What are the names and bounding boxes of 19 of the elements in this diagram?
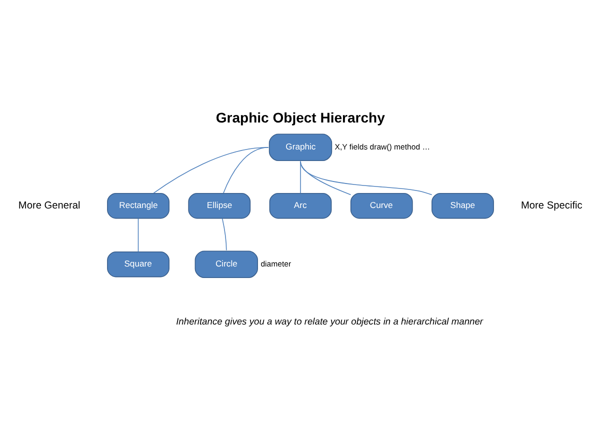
node-label: X,Y fields draw() method … — [334, 142, 430, 152]
connector — [222, 218, 227, 251]
caption: Inheritance gives you a way to relate your objects in a hierarchical manner — [176, 316, 484, 326]
connector — [153, 146, 269, 194]
connector — [223, 146, 269, 194]
node-box: Shape — [432, 192, 494, 219]
node-box: Ellipse — [188, 192, 251, 219]
node-box: Square — [107, 251, 170, 278]
diagram-title: Graphic Object Hierarchy — [216, 110, 385, 126]
connector — [300, 161, 432, 196]
node-label: diameter — [260, 259, 292, 268]
node-box: Curve — [350, 192, 413, 219]
label: More Specific — [520, 200, 582, 212]
node-box: Arc — [269, 192, 332, 219]
connector — [138, 218, 139, 252]
connector — [300, 161, 301, 194]
node-box: Rectangle — [107, 192, 170, 219]
label: More General — [18, 200, 80, 212]
connector — [300, 161, 352, 196]
